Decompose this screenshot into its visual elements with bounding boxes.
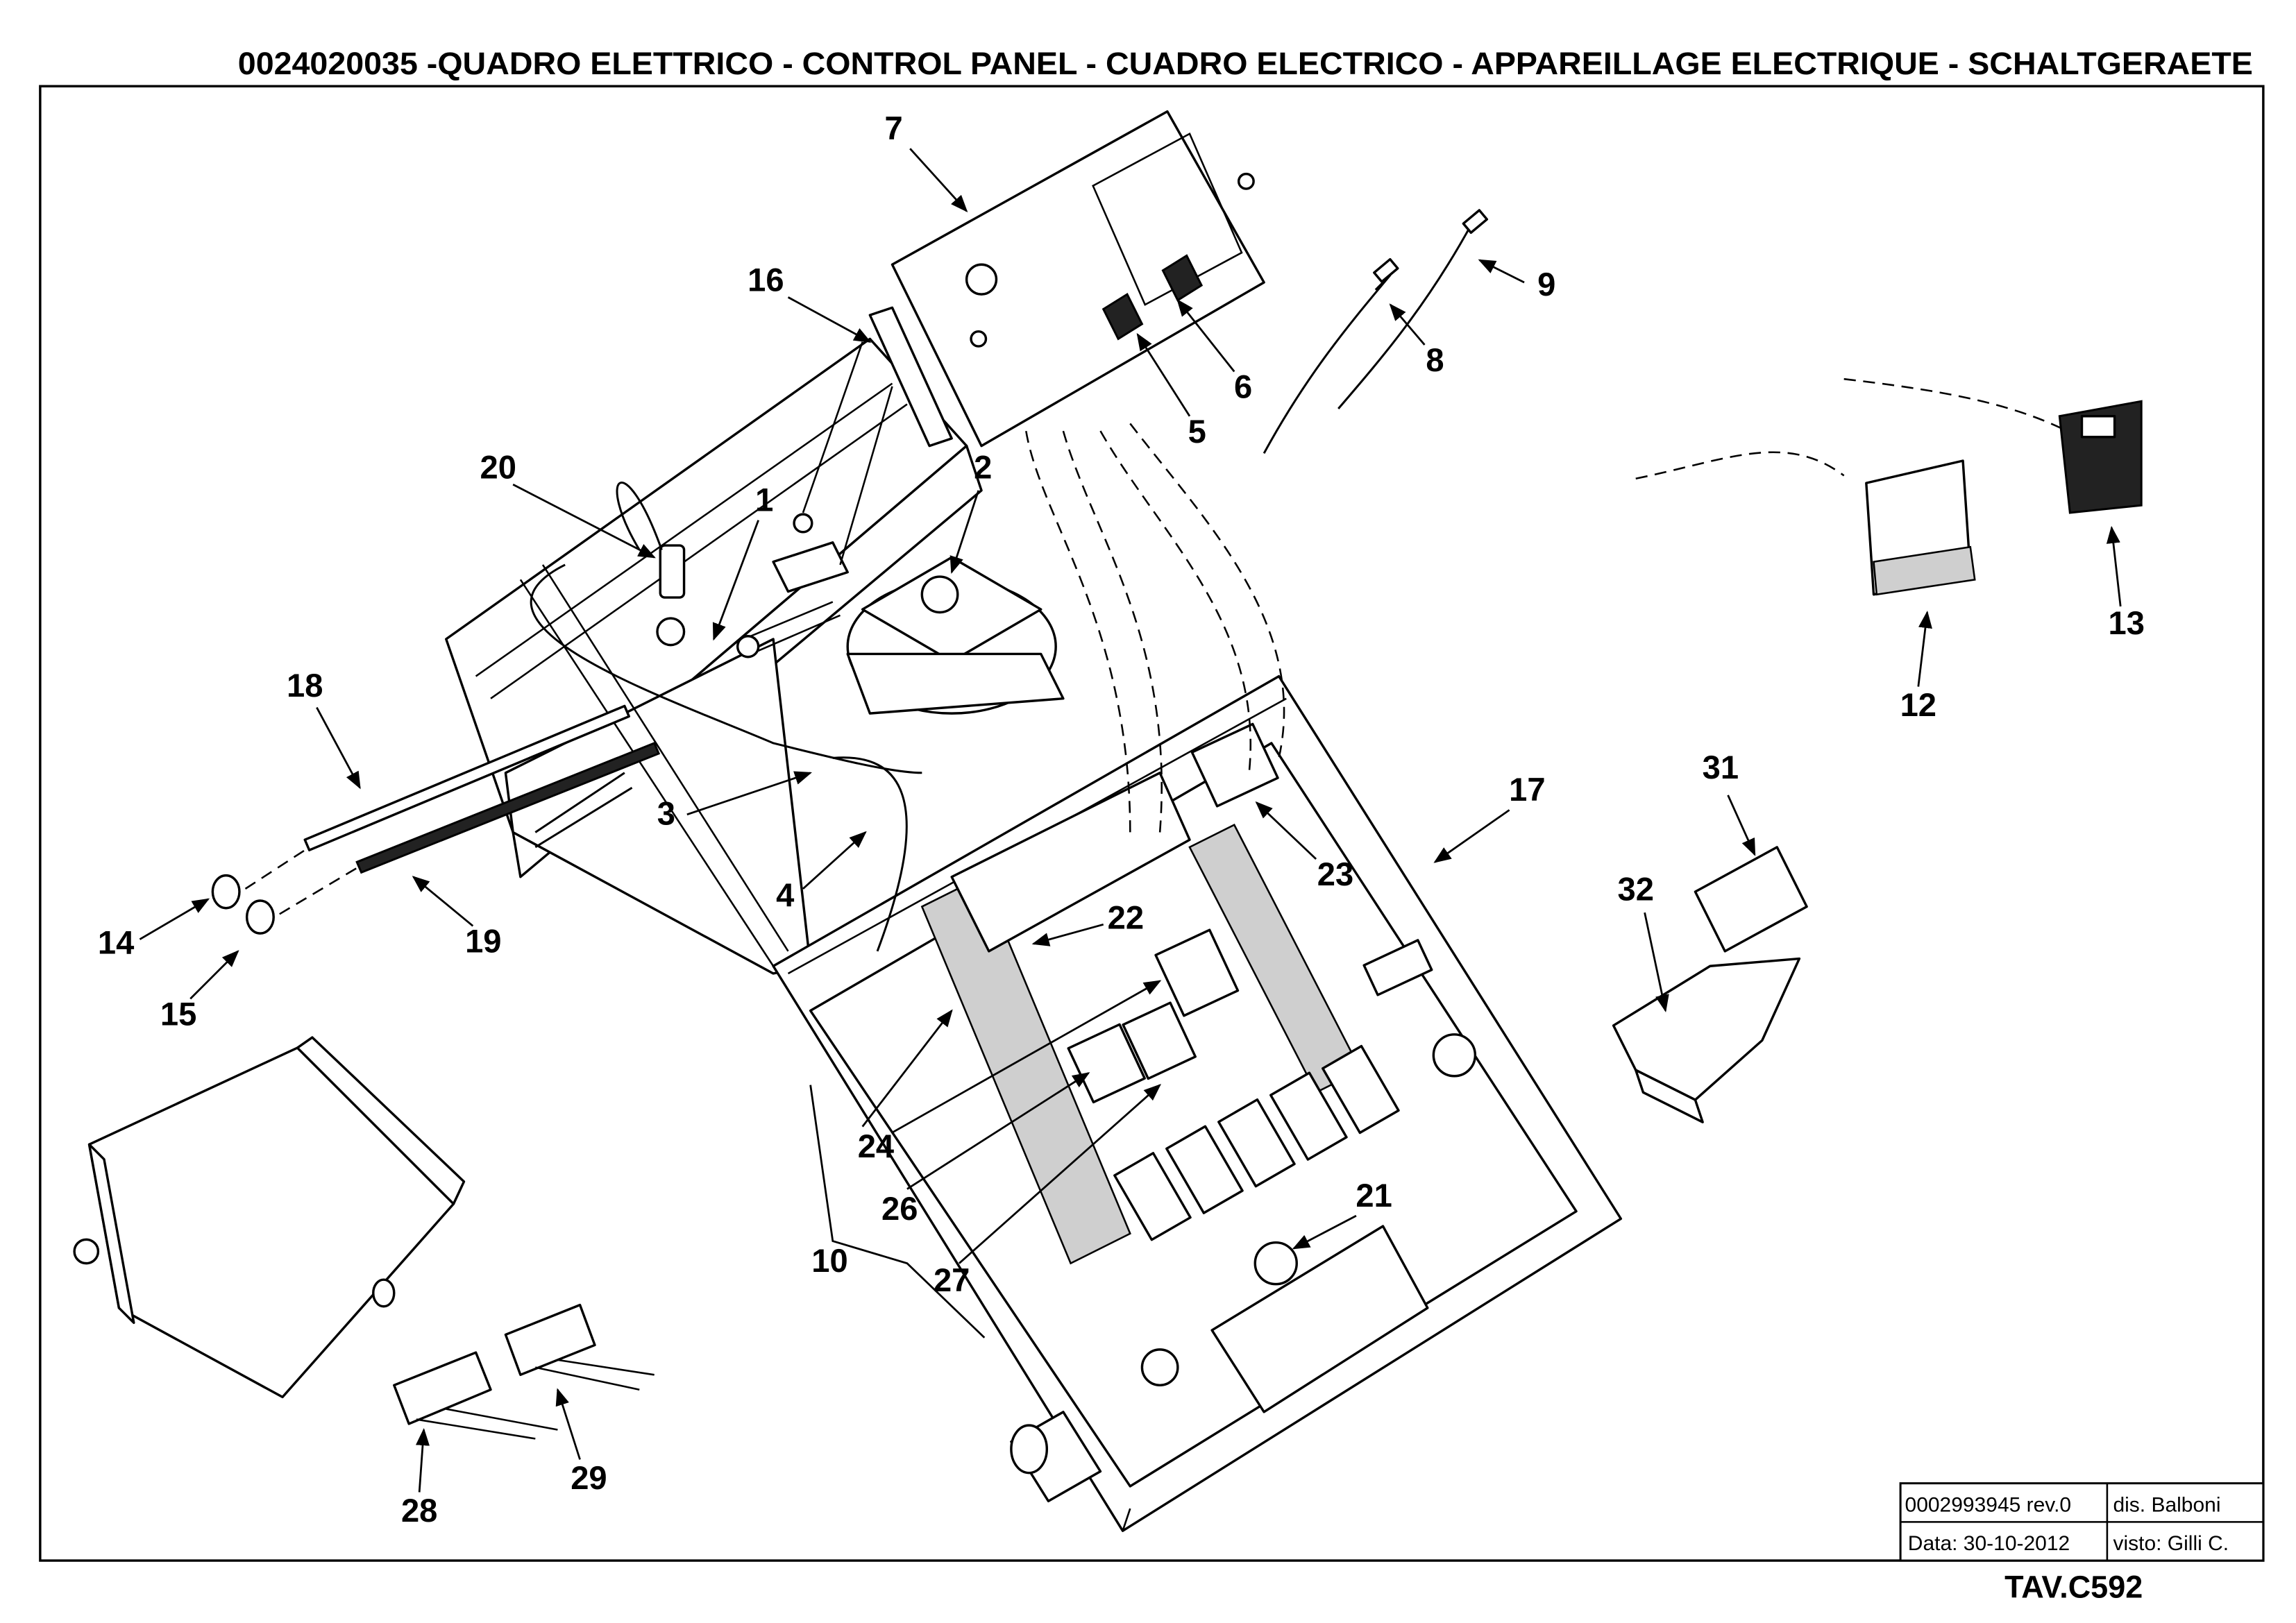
callout-9: 9: [1537, 266, 1555, 303]
drawing-code: 0002993945 rev.0: [1905, 1493, 2072, 1516]
callout-32: 32: [1618, 871, 1654, 908]
drawing-border: [39, 85, 2265, 1562]
sensor-probes: [1373, 209, 1489, 291]
title-block: 0002993945 rev.0 dis. Balboni Data: 30-1…: [1899, 1482, 2265, 1562]
callout-24: 24: [858, 1128, 894, 1164]
control-panel-board: [890, 110, 1265, 448]
callout-19: 19: [465, 923, 501, 960]
callout-26: 26: [881, 1190, 918, 1227]
callout-2: 2: [974, 448, 992, 485]
valve-connectors: [1635, 377, 2143, 596]
callout-4: 4: [776, 876, 794, 913]
callout-29: 29: [571, 1459, 607, 1496]
callout-3: 3: [657, 794, 675, 831]
wiring: [530, 222, 1474, 952]
callout-6: 6: [1234, 368, 1252, 405]
callout-12: 12: [1900, 686, 1936, 723]
panel-bracket: [802, 306, 953, 566]
rear-housing: [445, 337, 983, 975]
cable-gland: [1010, 1411, 1102, 1503]
callout-15: 15: [160, 996, 196, 1033]
callout-7: 7: [885, 110, 903, 146]
callout-5: 5: [1188, 413, 1206, 450]
callout-28: 28: [401, 1492, 437, 1529]
terminal-plugs: [393, 1303, 655, 1440]
callout-14: 14: [98, 924, 134, 961]
transformer: [846, 556, 1065, 715]
fixing-hardware: [656, 513, 849, 658]
drawing-date: Data: 30-10-2012: [1908, 1532, 2070, 1555]
fuse-row: [1113, 1044, 1400, 1241]
callout-22: 22: [1108, 899, 1144, 935]
callout-20: 20: [480, 448, 516, 485]
drawn-by: dis. Balboni: [2113, 1493, 2220, 1516]
relays: [1612, 846, 1808, 1123]
callout-labels: 1 2 3 4 5 6 7 8 9 10 12 13 14 15 16 17 1…: [98, 110, 2145, 1529]
main-enclosure: [519, 564, 1623, 1532]
callout-16: 16: [748, 261, 784, 298]
callout-8: 8: [1426, 341, 1444, 378]
leader-lines: [139, 148, 2122, 1493]
callout-31: 31: [1703, 749, 1739, 785]
callout-1: 1: [755, 481, 773, 518]
callout-13: 13: [2109, 604, 2145, 641]
diagram-title: 0024020035 -QUADRO ELETTRICO - CONTROL P…: [238, 46, 2253, 81]
callout-27: 27: [934, 1261, 970, 1298]
callout-21: 21: [1356, 1177, 1392, 1214]
callout-23: 23: [1317, 856, 1353, 892]
callout-10: 10: [811, 1242, 847, 1279]
callout-18: 18: [287, 667, 323, 704]
plate-reference: TAV.C592: [2004, 1570, 2143, 1605]
callout-17: 17: [1509, 771, 1545, 808]
enclosure-cover: [73, 1036, 466, 1399]
shafts-and-washers: [211, 704, 661, 935]
checked-by: visto: Gilli C.: [2113, 1532, 2229, 1555]
